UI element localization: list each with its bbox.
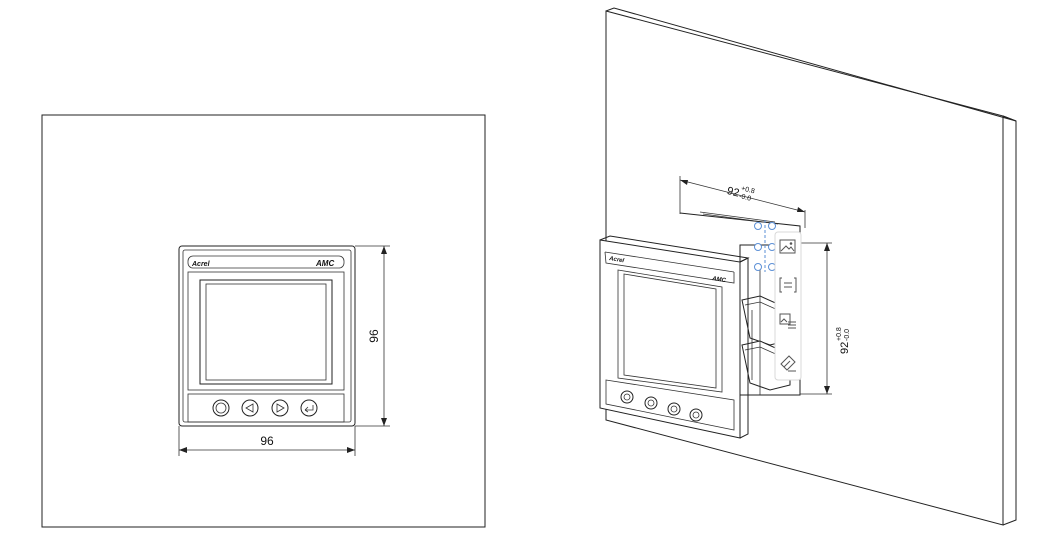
side-model-label: AMC [711, 276, 727, 284]
front-view-frame [41, 114, 486, 528]
front-buttons [212, 399, 318, 417]
cutout-width-dimension: 92 +0.8 -0.0 [679, 176, 806, 228]
width-label: 96 [260, 434, 274, 448]
cutout-width-upper: +0.8 [740, 185, 755, 195]
text-box-icon[interactable] [779, 276, 797, 294]
left-button [241, 399, 259, 417]
right-button [271, 399, 289, 417]
front-display-window [187, 271, 345, 391]
side-display-window [617, 269, 723, 393]
front-view: Acrel AMC [41, 114, 486, 528]
meter-front: Acrel AMC [178, 245, 356, 427]
floating-toolbar [754, 220, 802, 381]
width-dimension: 96 [178, 426, 356, 456]
height-label: 96 [367, 329, 381, 343]
cutout-height-upper: +0.8 [836, 327, 843, 341]
toolbar-panel [774, 231, 802, 381]
front-brand-label: Acrel [191, 261, 211, 268]
cutout-height-dimension: 92 +0.8 -0.0 [800, 242, 851, 395]
image-icon[interactable] [779, 238, 797, 256]
height-dimension: 96 [355, 245, 390, 427]
cutout-width-nominal: 92 [726, 185, 741, 200]
menu-button [212, 399, 230, 417]
enter-button [300, 399, 318, 417]
cutout-height-lower: -0.0 [844, 329, 851, 341]
panel-mount-view: Acrel AMC 92 +0.8 -0.0 [599, 7, 1017, 526]
side-brand-label: Acrel [608, 256, 625, 264]
eraser-icon[interactable] [779, 352, 797, 372]
front-model-label: AMC [315, 259, 334, 268]
cutout-height-nominal: 92 [839, 342, 851, 354]
cutout-width-lower: -0.0 [738, 193, 752, 203]
meter-bezel: Acrel AMC [599, 235, 750, 439]
image-text-icon[interactable] [779, 312, 797, 332]
